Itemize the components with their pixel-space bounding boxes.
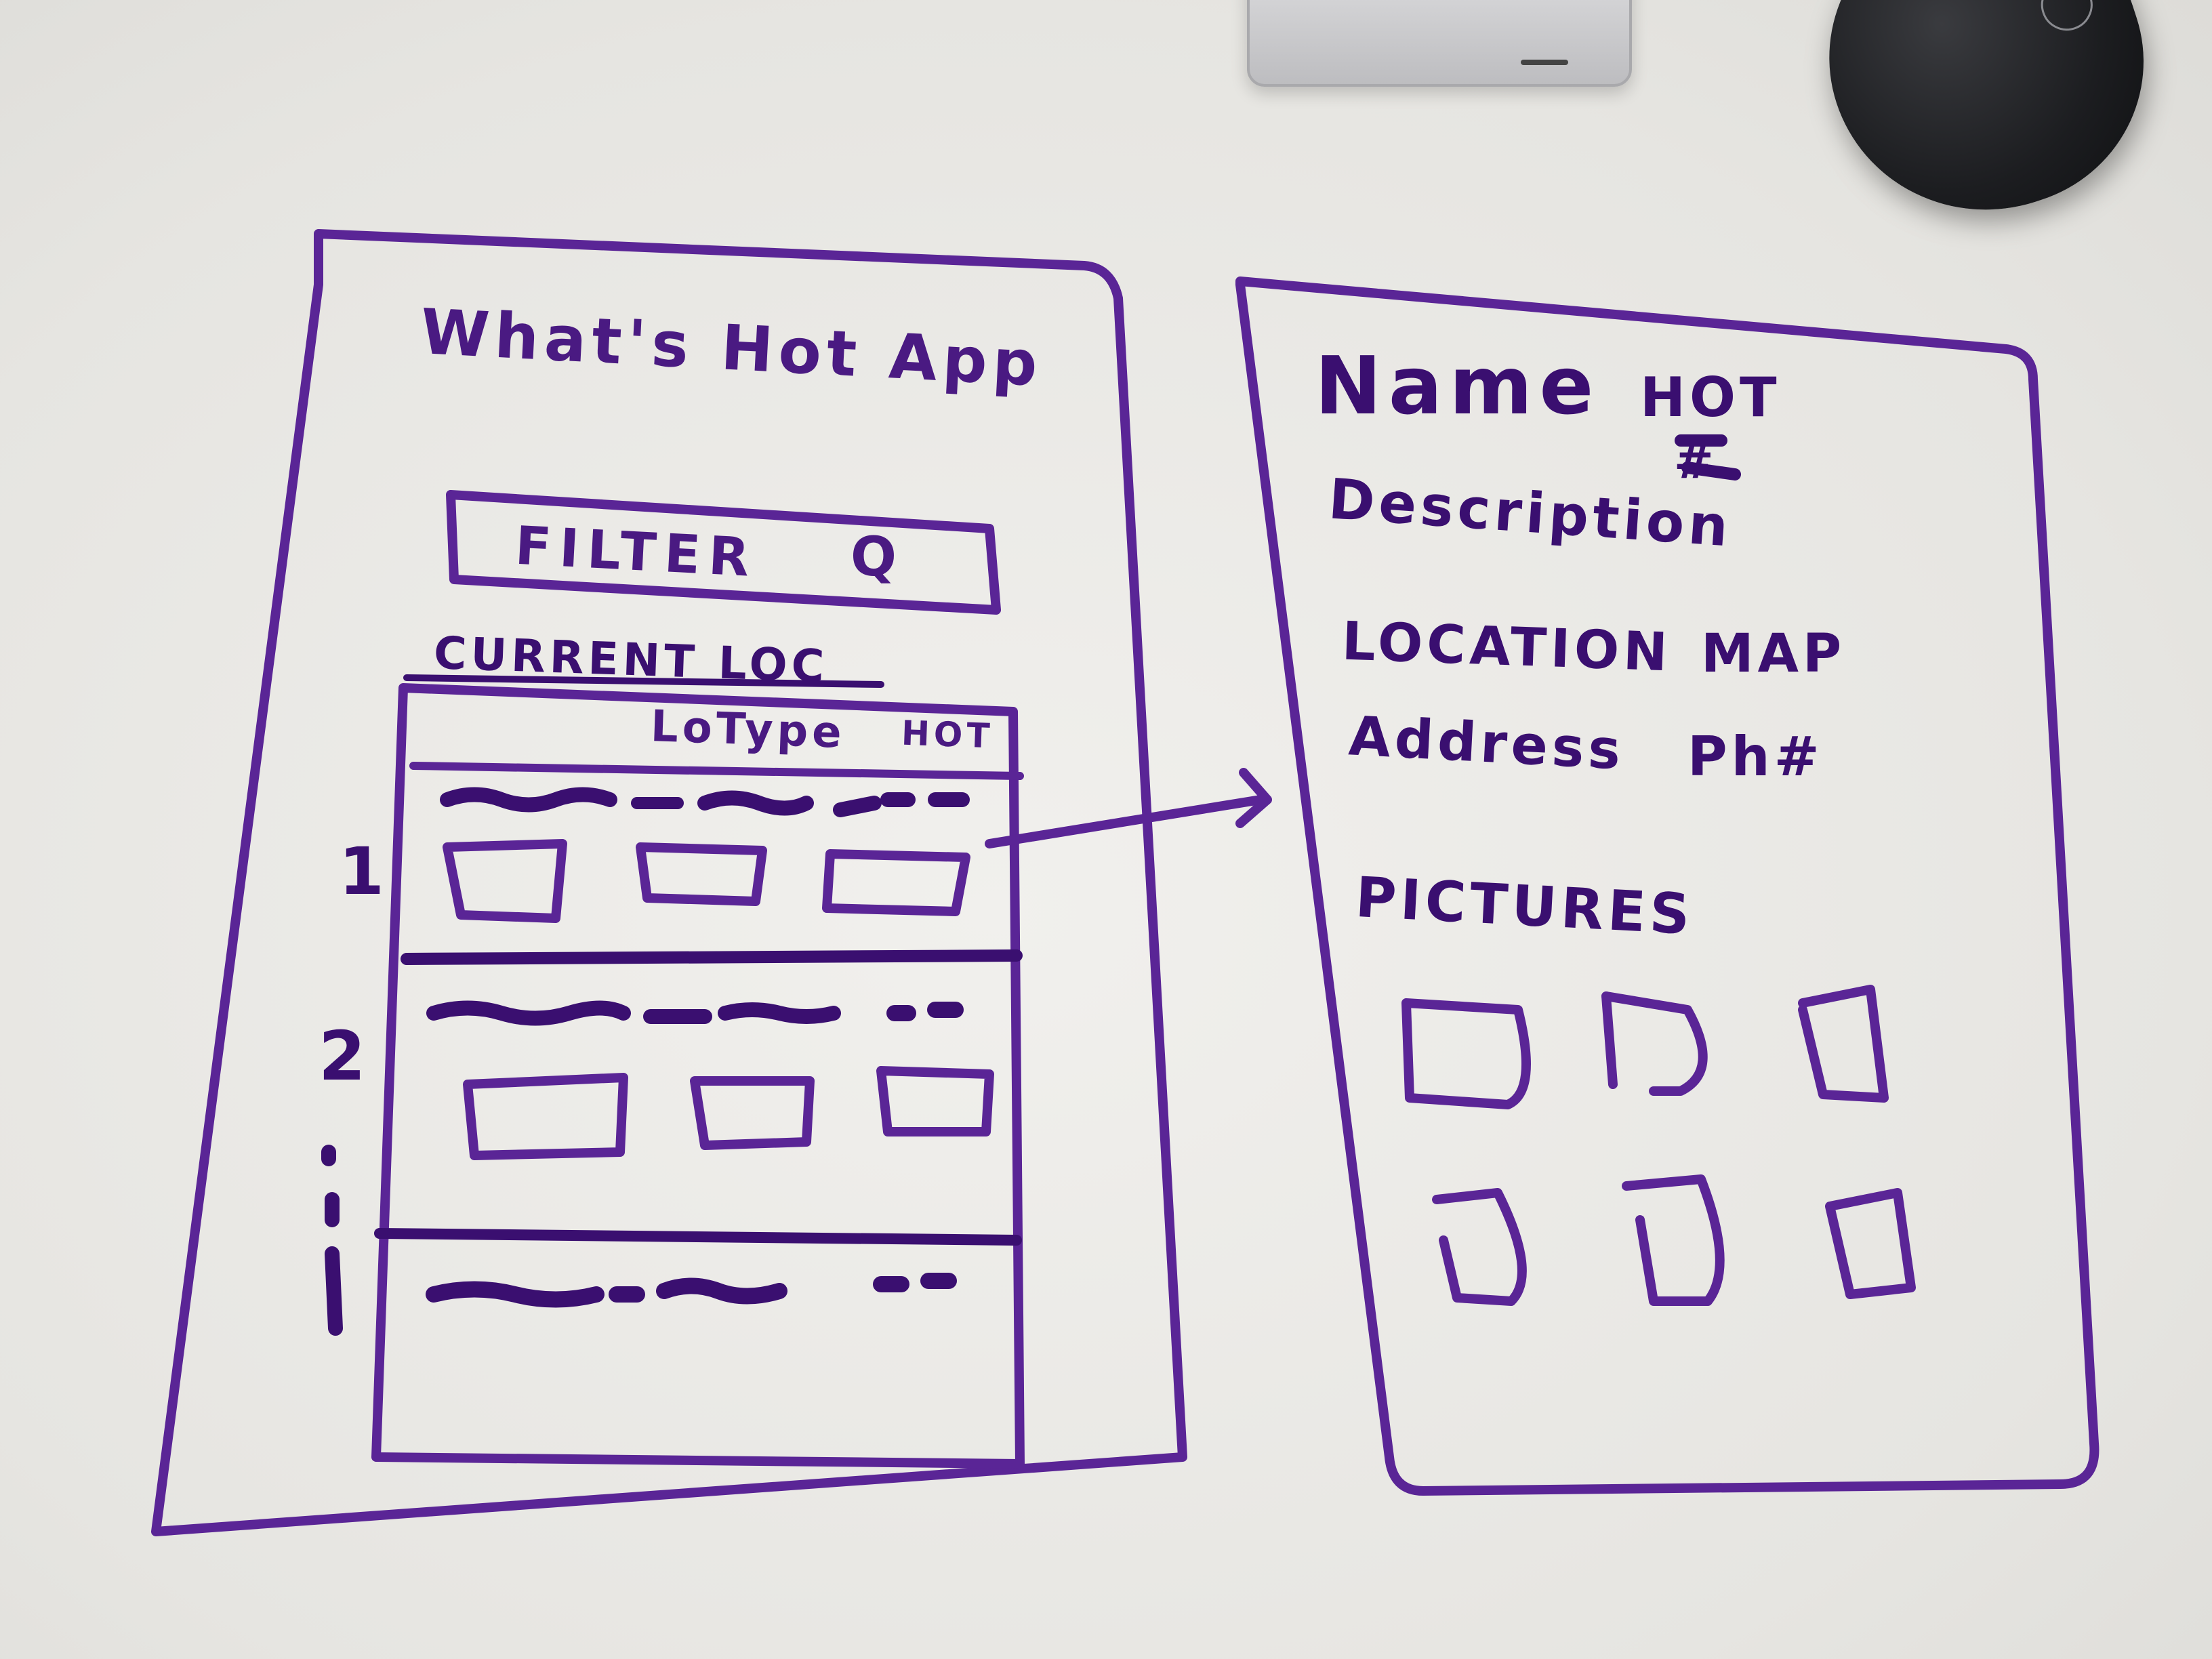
picture-3 [1798, 985, 1889, 1103]
laptop-slot [1521, 60, 1568, 65]
navigation-arrow [985, 795, 1265, 848]
row2-image-3 [876, 1066, 994, 1136]
filter-label[interactable]: FILTER [513, 515, 759, 590]
column-header-hot: HOT [901, 713, 995, 756]
row-number-2: 2 [319, 1017, 370, 1096]
list-outer-box [371, 683, 1025, 1469]
picture-4 [1432, 1188, 1527, 1306]
laptop-corner [1247, 0, 1632, 87]
detail-screen-outline [1235, 276, 2100, 1496]
row2-image-2 [690, 1076, 815, 1150]
picture-6 [1825, 1188, 1916, 1299]
list-screen-outline [151, 229, 1187, 1536]
picture-2 [1601, 991, 1708, 1096]
location-label: LOCATION [1340, 611, 1673, 684]
row1-image-3 [822, 849, 970, 916]
column-header-type: LoType [649, 701, 846, 758]
row-number-1: 1 [339, 834, 388, 909]
filter-box [446, 490, 1001, 615]
map-label[interactable]: MAP [1701, 623, 1846, 684]
row1-image-2 [636, 842, 767, 906]
hot-label: HOT [1640, 366, 1781, 429]
picture-5 [1622, 1174, 1725, 1306]
row2-image-1 [463, 1073, 628, 1160]
hot-number: # [1674, 434, 1718, 489]
row1-image-1 [443, 839, 567, 923]
phone-label[interactable]: Ph# [1687, 725, 1824, 788]
place-name-label: Name [1315, 339, 1601, 432]
search-icon[interactable]: Q [851, 525, 901, 588]
picture-1 [1401, 998, 1531, 1109]
row-separator-1 [401, 949, 1023, 965]
row-separator-2 [374, 1228, 1022, 1246]
